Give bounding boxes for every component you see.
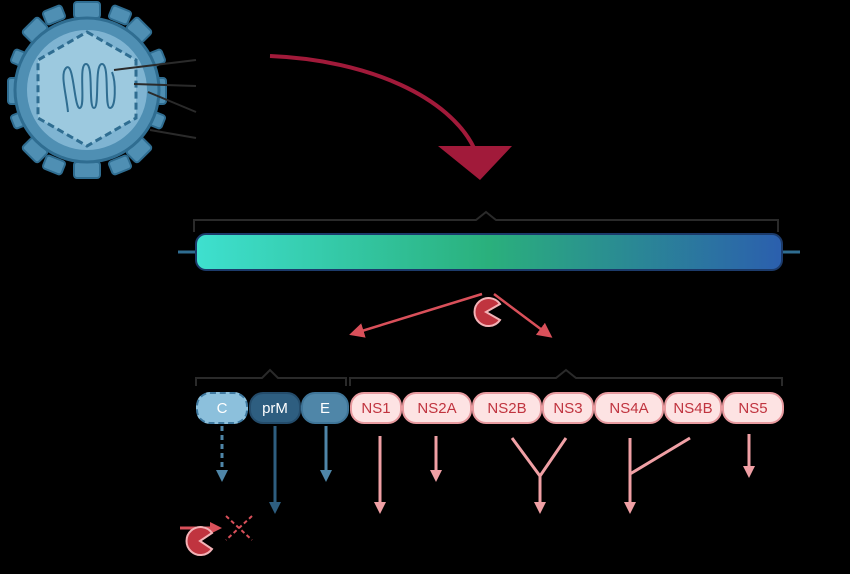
x-mark-icon	[225, 515, 253, 541]
protein-ns4b: NS4B	[664, 392, 722, 424]
protein-e-label: E	[319, 399, 330, 417]
protein-ns4b-label: NS4B	[673, 399, 713, 417]
protein-ns2b: NS2B	[472, 392, 542, 424]
nonstructural-arrows	[378, 434, 751, 504]
nonstructural-arrowheads	[374, 466, 755, 514]
protein-c-label: C	[216, 399, 228, 417]
protein-ns1-label: NS1	[361, 399, 391, 417]
protein-ns3: NS3	[542, 392, 594, 424]
virion-icon	[7, 1, 197, 179]
genome-bracket	[193, 210, 779, 232]
structural-bracket	[195, 368, 347, 386]
protein-e: E	[301, 392, 349, 424]
structural-arrows	[216, 426, 332, 514]
protein-ns3-label: NS3	[553, 399, 583, 417]
nonstructural-bracket	[349, 368, 783, 386]
protein-ns5: NS5	[722, 392, 784, 424]
protein-prm: prM	[249, 392, 301, 424]
pacman-protease-icon	[473, 297, 502, 327]
genome-bar	[195, 233, 783, 271]
protein-ns2b-label: NS2B	[487, 399, 527, 417]
protein-c: C	[196, 392, 248, 424]
c-degradation	[180, 515, 253, 556]
protein-ns4a-label: NS4A	[609, 399, 649, 417]
protein-ns4a: NS4A	[594, 392, 664, 424]
protein-ns2a: NS2A	[402, 392, 472, 424]
curved-arrow	[269, 54, 512, 180]
protein-prm-label: prM	[262, 399, 288, 417]
protein-ns5-label: NS5	[738, 399, 768, 417]
cleavage-arrows	[349, 292, 553, 338]
pacman-protease-icon	[185, 526, 214, 556]
protein-ns2a-label: NS2A	[417, 399, 457, 417]
protein-ns1: NS1	[350, 392, 402, 424]
